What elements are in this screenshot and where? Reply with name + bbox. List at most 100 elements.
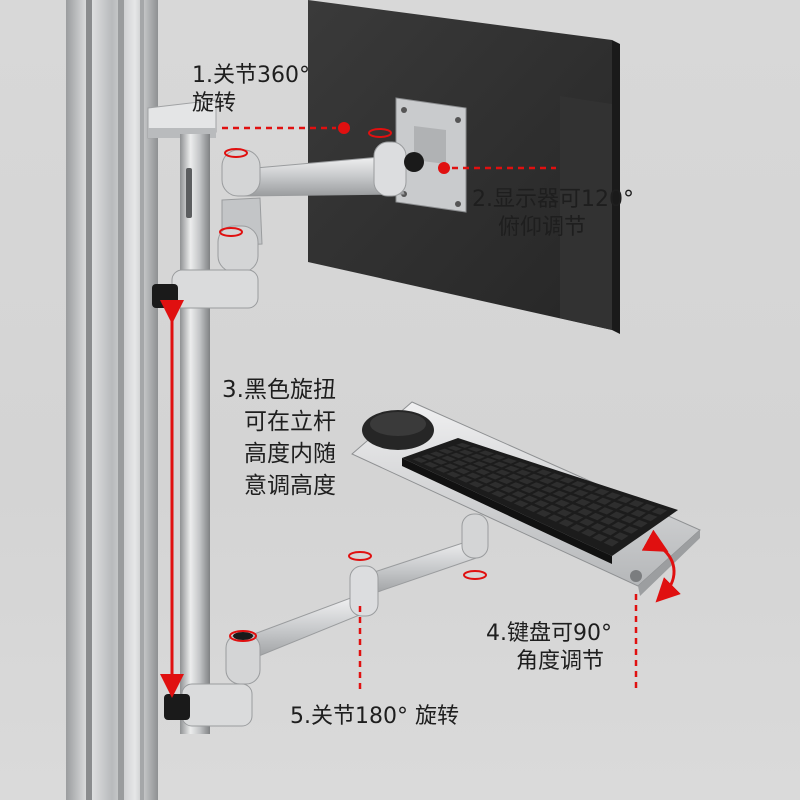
keyboard-key (435, 466, 450, 473)
keyboard-key (464, 464, 479, 471)
keyboard-key (513, 500, 529, 508)
keyboard-key (628, 500, 645, 507)
keyboard-key (412, 457, 428, 463)
callout-line: 5.关节180° 旋转 (290, 704, 459, 729)
keyboard-key (559, 477, 575, 484)
keyboard-key (561, 485, 578, 493)
keyboard-key (472, 461, 488, 467)
keyboard-key (619, 505, 635, 513)
keyboard-key (621, 515, 637, 524)
keyboard-key (590, 523, 606, 531)
keyboard-key (421, 454, 436, 460)
keyboard-key (642, 513, 658, 522)
keyboard-key (547, 514, 563, 522)
keyboard-key (545, 504, 561, 512)
keyboard-key (630, 509, 646, 518)
callout-line: 旋转 (192, 91, 237, 116)
keyboard-key (605, 492, 621, 500)
keyboard-key (556, 509, 572, 517)
keyboard-key (571, 481, 587, 488)
keyboard-arm (225, 513, 489, 685)
keyboard-key (509, 482, 525, 489)
keyboard-key (596, 497, 612, 505)
callout-line: 高度内随 (244, 441, 336, 467)
keyboard-key (564, 494, 580, 502)
keyboard-key (522, 495, 538, 503)
keyboard-key (529, 482, 545, 489)
callout-line: 俯仰调节 (498, 215, 587, 240)
keyboard-key (516, 469, 532, 476)
keyboard-key (493, 461, 509, 468)
keyboard-key (573, 489, 589, 497)
keyboard-key (594, 488, 610, 496)
callout-monitor-tilt: 2.显示器可120° 俯仰调节 (472, 186, 634, 242)
keyboard-key (481, 457, 497, 464)
callout-line: 2.显示器可120° (472, 187, 634, 212)
callout-keyboard-angle: 4.键盘可90° 角度调节 (486, 620, 612, 676)
keyboard-key (490, 454, 506, 460)
keyboard-key (491, 490, 507, 498)
keyboard-key (586, 503, 603, 511)
keyboard-key (455, 468, 470, 475)
top-bracket (147, 99, 217, 139)
keyboard-key (632, 519, 648, 528)
keyboard-key (536, 469, 552, 476)
keyboard-key (461, 457, 477, 463)
keyboard-key (457, 476, 473, 483)
keyboard-key (450, 452, 465, 459)
keyboard-key (527, 473, 543, 480)
keyboard-key (617, 496, 633, 504)
keyboard-key (569, 524, 586, 532)
keyboard-key (498, 477, 513, 484)
keyboard-key (601, 527, 618, 536)
keyboard-key (536, 509, 552, 517)
height-knob-upper (152, 284, 178, 308)
keyboard-key (582, 484, 598, 492)
keyboard-key (502, 458, 518, 464)
callout-joint-180: 5.关节180° 旋转 (290, 703, 459, 731)
keyboard-key (423, 461, 439, 468)
keyboard-key (611, 521, 627, 530)
keyboard-key (592, 533, 608, 542)
keyboard-key (541, 486, 557, 493)
callout-joint-360: 1.关节360° 旋转 (192, 62, 310, 118)
keyboard-key (470, 453, 486, 460)
keyboard-key (475, 469, 491, 475)
keyboard-key (518, 478, 534, 485)
keyboard-key (458, 449, 474, 455)
keyboard-key (479, 450, 494, 456)
keyboard-key (554, 499, 570, 507)
keyboard-key (558, 519, 574, 527)
callout-line: 3.黑色旋扭 (222, 377, 336, 403)
keyboard-key (534, 500, 550, 508)
keyboard-key (609, 511, 625, 519)
keyboard-key (603, 538, 619, 547)
keyboard-key (477, 477, 493, 484)
keyboard-key (480, 485, 495, 493)
extrusion-rail (66, 0, 158, 800)
keyboard-key (484, 465, 500, 472)
keyboard-key (525, 465, 541, 472)
keyboard-key (579, 518, 595, 526)
vesa-plate (395, 97, 467, 213)
keyboard-key (500, 486, 516, 493)
callout-line: 意调高度 (244, 473, 336, 499)
keyboard-key (504, 465, 520, 472)
keyboard-key (520, 486, 536, 494)
keyboard-key (486, 473, 502, 480)
keyboard-key (613, 532, 629, 541)
rotation-arrows (219, 128, 487, 642)
height-knob-lower (164, 694, 190, 720)
keyboard-key (577, 508, 593, 516)
keyboard-key (513, 461, 529, 468)
keyboard-key (466, 472, 482, 479)
monitor-arm (217, 141, 424, 273)
keyboard-key (552, 490, 568, 498)
keyboard-key (622, 526, 639, 534)
annotation-markers (160, 122, 681, 698)
keyboard-key (447, 445, 463, 451)
keyboard-key (446, 471, 462, 478)
keyboard-key (495, 469, 511, 476)
